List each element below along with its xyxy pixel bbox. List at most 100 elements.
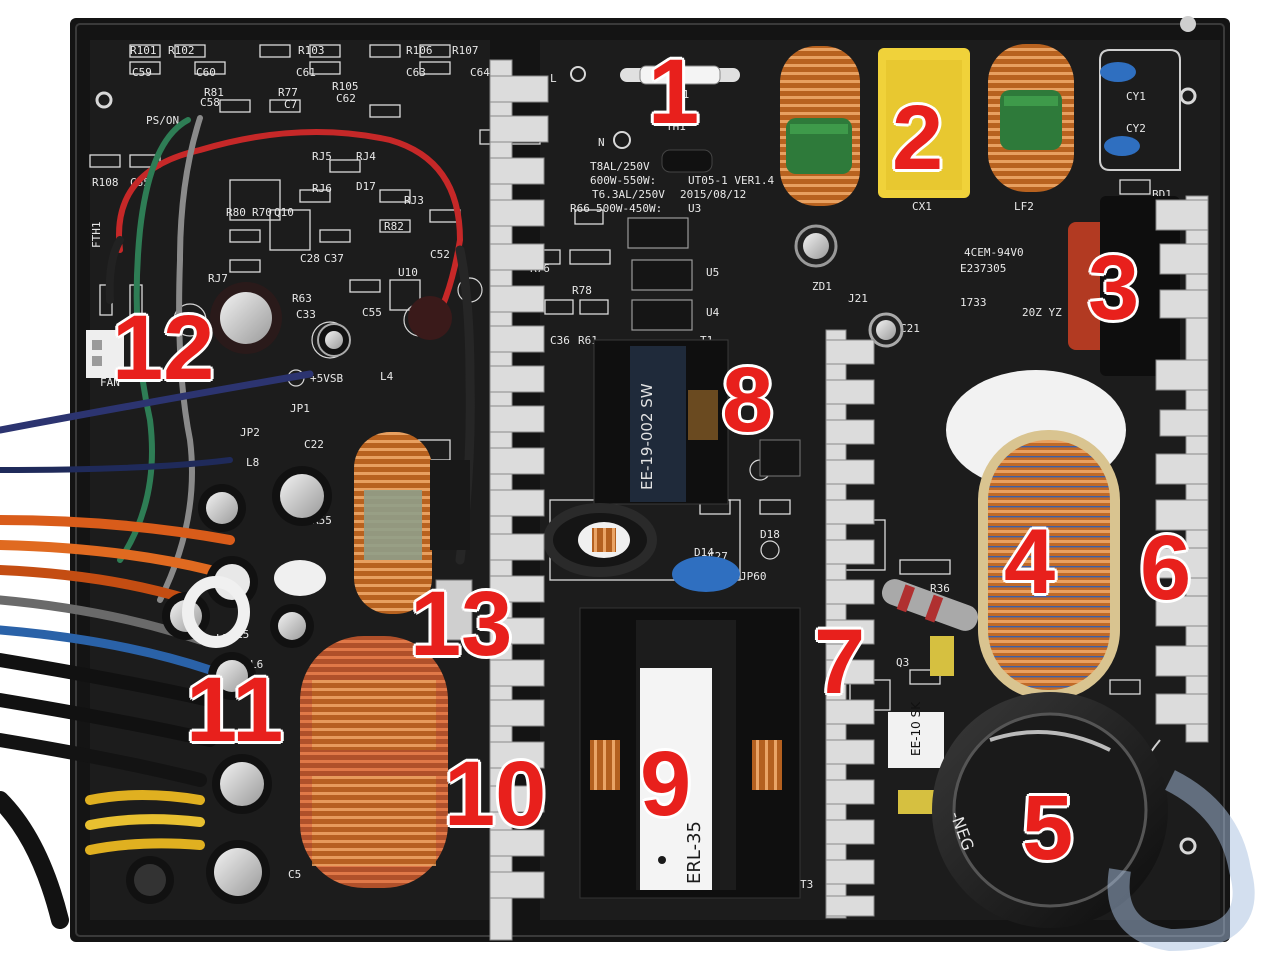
svg-text:R80: R80 <box>226 206 246 219</box>
svg-text:R77: R77 <box>278 86 298 99</box>
svg-text:D18: D18 <box>760 528 780 541</box>
svg-text:ERL-35: ERL-35 <box>684 821 705 884</box>
svg-text:20Z YZ: 20Z YZ <box>1022 306 1062 319</box>
svg-text:FAN: FAN <box>100 376 120 389</box>
svg-text:RJ6: RJ6 <box>312 182 332 195</box>
svg-text:R81: R81 <box>204 86 224 99</box>
svg-text:N: N <box>598 136 605 149</box>
svg-text:T8AL/250V: T8AL/250V <box>590 160 650 173</box>
svg-text:JP60: JP60 <box>740 570 767 583</box>
svg-text:CY2: CY2 <box>1126 122 1146 135</box>
output-choke-small <box>354 432 432 614</box>
svg-text:C59: C59 <box>132 66 152 79</box>
svg-text:R106: R106 <box>406 44 433 57</box>
filter-choke-2 <box>988 44 1074 192</box>
svg-text:L8: L8 <box>246 456 259 469</box>
svg-text:JP2: JP2 <box>240 426 260 439</box>
svg-text:RJ3: RJ3 <box>404 194 424 207</box>
optocoupler-u4 <box>631 299 693 331</box>
power-resistor <box>881 579 979 631</box>
svg-text:U3: U3 <box>688 202 701 215</box>
svg-text:C7: C7 <box>284 98 297 111</box>
svg-text:Q10: Q10 <box>274 206 294 219</box>
svg-text:RJ7: RJ7 <box>208 272 228 285</box>
svg-text:1733: 1733 <box>960 296 987 309</box>
callout-7: 7 <box>814 611 866 713</box>
svg-text:C5: C5 <box>288 868 301 881</box>
svg-text:C63: C63 <box>406 66 426 79</box>
svg-text:C62: C62 <box>336 92 356 105</box>
svg-text:EE-19-002 SW: EE-19-002 SW <box>638 383 656 490</box>
svg-text:D14: D14 <box>694 546 714 559</box>
svg-text:U4: U4 <box>706 306 720 319</box>
svg-text:R103: R103 <box>298 44 325 57</box>
callout-2: 2 <box>892 87 944 189</box>
callout-12: 12 <box>112 297 215 399</box>
svg-text:D17: D17 <box>356 180 376 193</box>
svg-text:CY1: CY1 <box>1126 90 1146 103</box>
callout-13: 13 <box>410 573 513 675</box>
callout-4: 4 <box>1004 511 1056 613</box>
svg-text:R101: R101 <box>130 44 157 57</box>
svg-text:C22: C22 <box>304 438 324 451</box>
callout-1: 1 <box>648 41 700 143</box>
svg-text:4CEM-94V0: 4CEM-94V0 <box>964 246 1024 259</box>
svg-text:500W-450W:: 500W-450W: <box>596 202 662 215</box>
svg-text:R36: R36 <box>930 582 950 595</box>
svg-text:R78: R78 <box>572 284 592 297</box>
y-capacitor-2 <box>1104 136 1140 156</box>
callout-10: 10 <box>444 743 547 845</box>
fan-connector <box>86 330 124 378</box>
svg-text:TH1: TH1 <box>666 120 686 133</box>
output-choke-large <box>300 636 448 888</box>
pfc-coil <box>946 370 1126 700</box>
svg-text:F1: F1 <box>676 88 689 101</box>
filter-choke-1 <box>780 46 860 206</box>
svg-text:E237305: E237305 <box>960 262 1006 275</box>
svg-text:T3: T3 <box>800 878 813 891</box>
standby-transformer: EE-19-002 SW <box>593 339 729 505</box>
heatsink-secondary <box>489 59 549 941</box>
svg-text:R105: R105 <box>332 80 359 93</box>
main-transformer: ERL-35 <box>579 607 801 899</box>
svg-text:+5VSB: +5VSB <box>310 372 343 385</box>
svg-text:R70: R70 <box>252 206 272 219</box>
callout-3: 3 <box>1088 237 1140 339</box>
svg-text:ZD1: ZD1 <box>812 280 832 293</box>
svg-text:C21: C21 <box>900 322 920 335</box>
svg-text:C33: C33 <box>296 308 316 321</box>
svg-text:JP1: JP1 <box>290 402 310 415</box>
svg-text:Q3: Q3 <box>896 656 909 669</box>
svg-text:C36: C36 <box>550 334 570 347</box>
svg-text:L4: L4 <box>380 370 394 383</box>
svg-text:R61: R61 <box>578 334 598 347</box>
svg-text:EE-10 SK: EE-10 SK <box>909 701 923 756</box>
svg-text:C60: C60 <box>196 66 216 79</box>
svg-text:600W-550W:: 600W-550W: <box>590 174 656 187</box>
svg-text:PS/ON: PS/ON <box>146 114 179 127</box>
svg-text:RJ5: RJ5 <box>312 150 332 163</box>
callout-9: 9 <box>640 733 692 835</box>
svg-text:J21: J21 <box>848 292 868 305</box>
svg-text:L: L <box>550 72 557 85</box>
svg-text:UT05-1 VER1.4: UT05-1 VER1.4 <box>688 174 774 187</box>
output-capacitors <box>126 282 452 904</box>
callout-8: 8 <box>722 349 774 451</box>
callout-5: 5 <box>1022 777 1074 879</box>
svg-text:R63: R63 <box>292 292 312 305</box>
svg-text:RJ4: RJ4 <box>356 150 376 163</box>
svg-text:T6.3AL/250V: T6.3AL/250V <box>592 188 665 201</box>
svg-text:R102: R102 <box>168 44 195 57</box>
svg-text:2015/08/12: 2015/08/12 <box>680 188 746 201</box>
svg-text:R82: R82 <box>384 220 404 233</box>
optocoupler-u3 <box>627 217 689 249</box>
callout-11: 11 <box>186 659 284 761</box>
heatsink-bridge <box>1155 195 1209 743</box>
svg-text:C55: C55 <box>362 306 382 319</box>
svg-text:C64: C64 <box>470 66 490 79</box>
svg-text:C52: C52 <box>430 248 450 261</box>
y-capacitor-1 <box>1100 62 1136 82</box>
callout-6: 6 <box>1140 517 1192 619</box>
